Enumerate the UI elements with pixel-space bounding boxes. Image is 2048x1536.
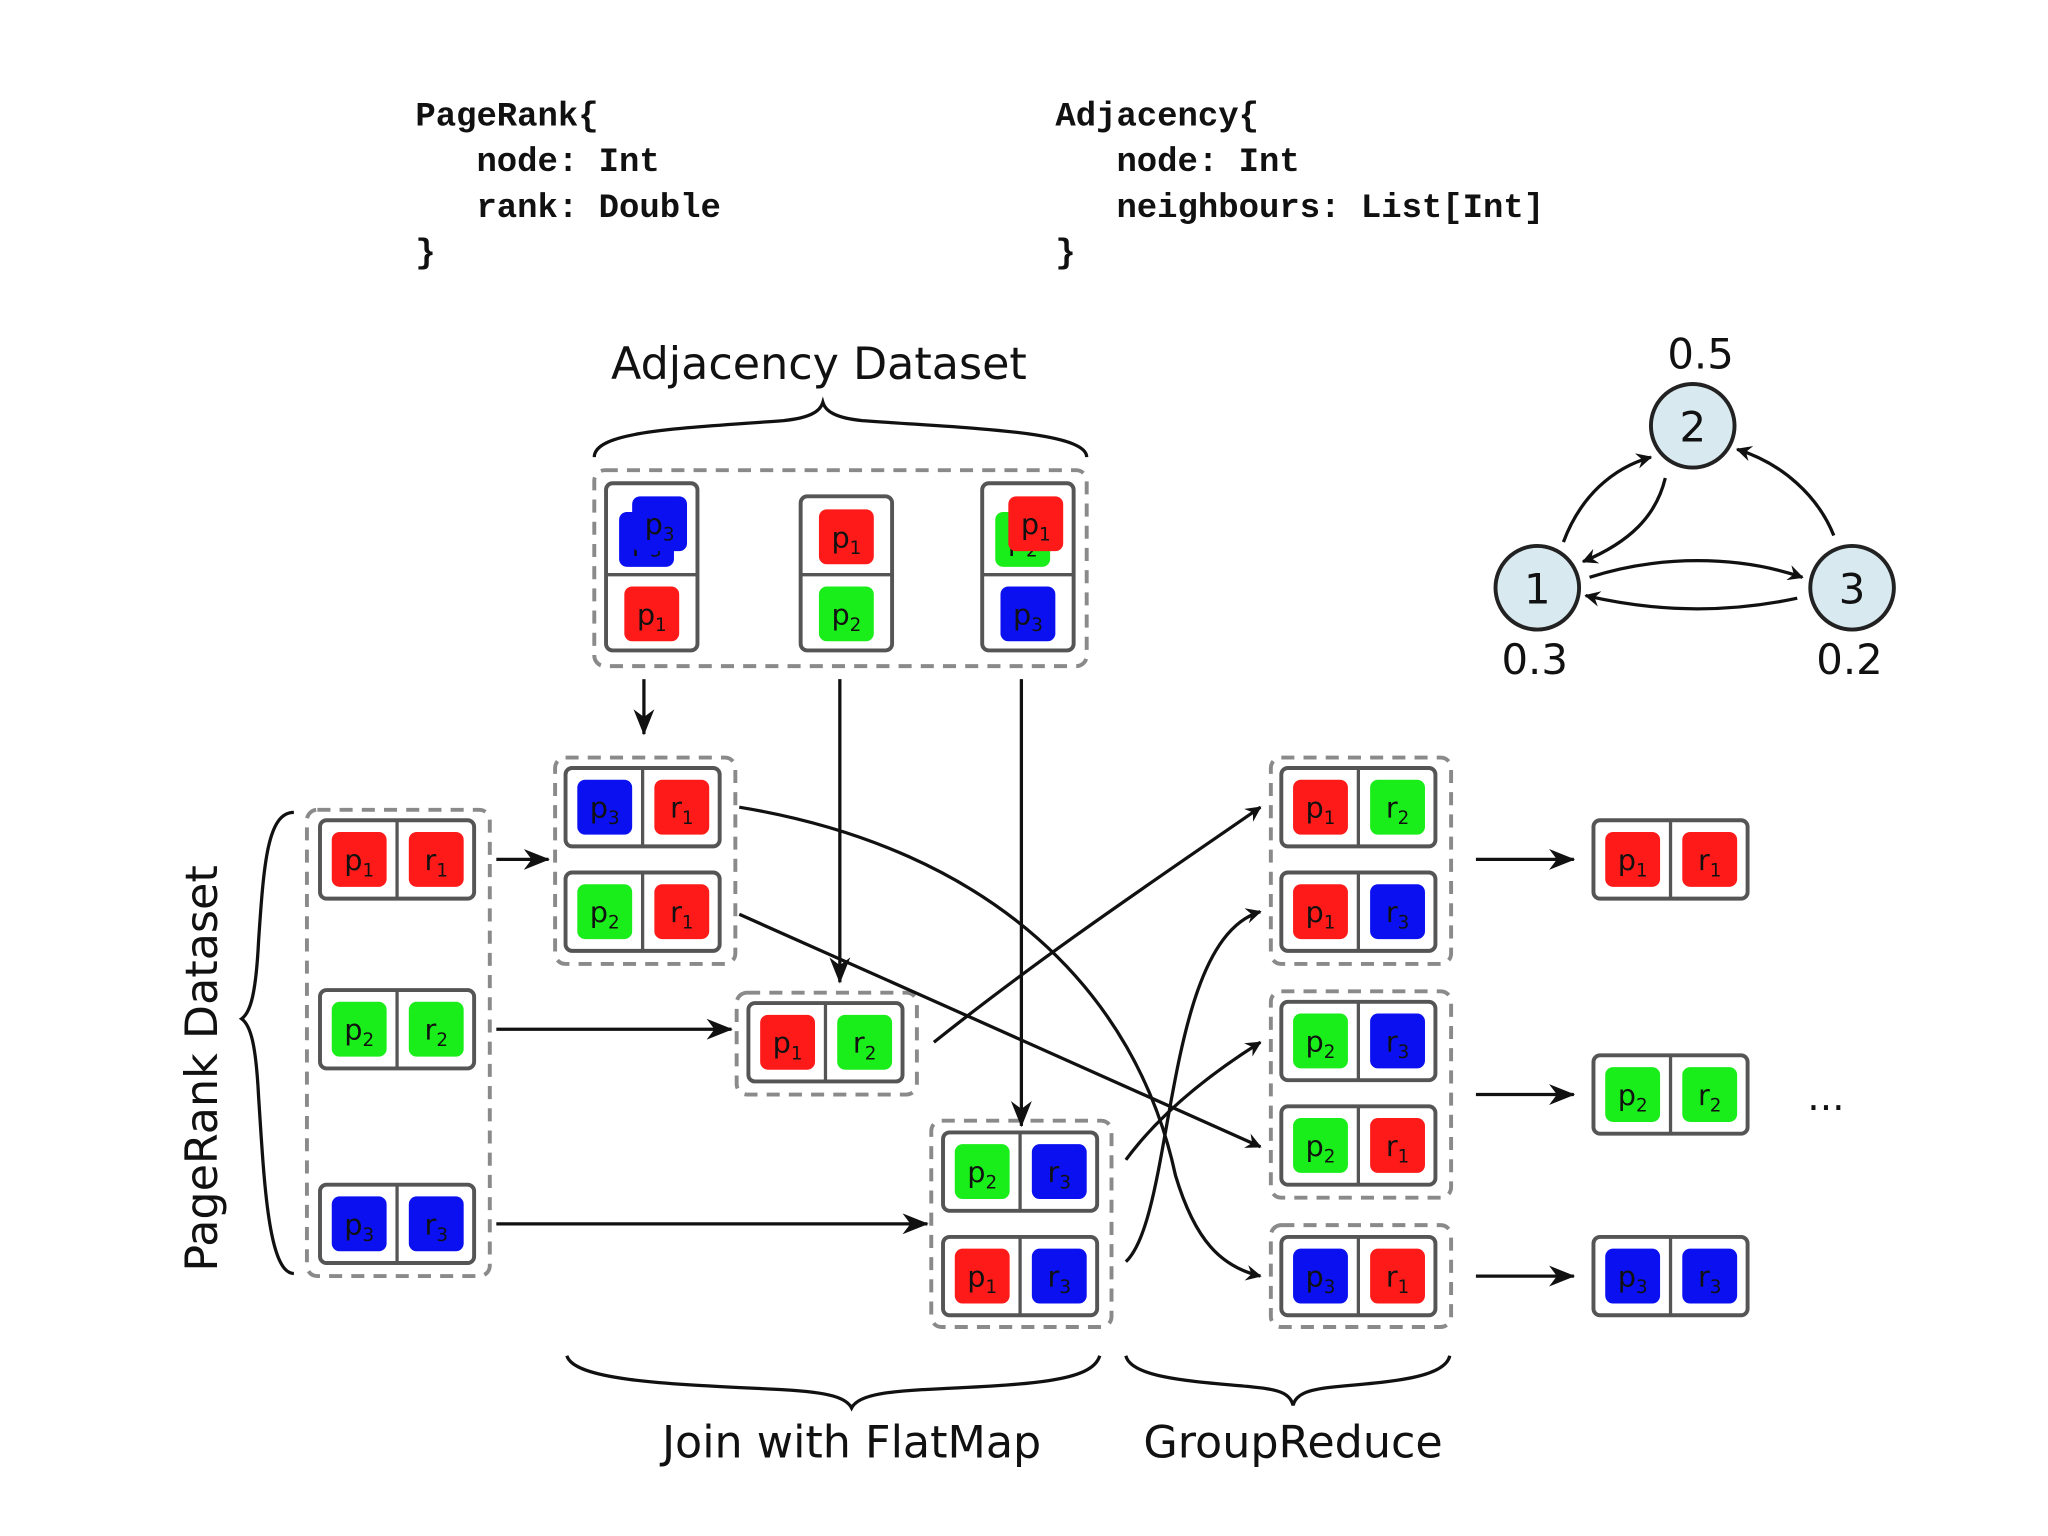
page-token: p1	[954, 1248, 1010, 1304]
neighbour-token: p1	[1008, 496, 1064, 552]
node-rank: 0.3	[1501, 635, 1567, 684]
rank-token: r2	[837, 1014, 893, 1070]
top-brace	[592, 396, 1089, 458]
svg-text:p1: p1	[1021, 507, 1051, 546]
pagerank-dataset-label: PageRank Dataset	[177, 865, 228, 1271]
page-token: p2	[577, 884, 633, 940]
svg-text:p1: p1	[831, 520, 861, 559]
page-token: p2	[1293, 1013, 1348, 1069]
group-partition-2	[1268, 989, 1454, 1200]
rank-token: r3	[1370, 884, 1425, 940]
node-label: 1	[1524, 564, 1551, 613]
page-token: p2	[331, 1001, 387, 1057]
adjacency-code-block: Adjacency{ node: Int neighbours: List[In…	[1055, 98, 1544, 273]
node-rank: 0.5	[1667, 329, 1733, 378]
neighbour-token: p3	[632, 496, 688, 552]
graph-edge	[1561, 453, 1653, 543]
page-token: p3	[331, 1196, 387, 1252]
node-label: 2	[1679, 402, 1706, 451]
rank-token: r1	[1370, 1248, 1425, 1304]
rank-token: r2	[1370, 779, 1425, 835]
pagerank-code-block: PageRank{ node: Int rank: Double }	[415, 98, 721, 273]
code-line: node: Int	[415, 144, 659, 182]
example-graph: 1 2 3 0.3 0.5 0.2	[1493, 329, 1896, 684]
graph-node-2	[1648, 382, 1737, 470]
graph-node-1	[1493, 544, 1582, 632]
shuffle-arrow	[1124, 1040, 1262, 1161]
page-token: p1	[760, 1014, 816, 1070]
rank-token: r3	[1370, 1013, 1425, 1069]
page-token: p3	[577, 779, 633, 835]
rank-token: r1	[654, 779, 710, 835]
code-line: }	[1055, 236, 1075, 274]
left-brace	[238, 810, 295, 1276]
shuffle-arrow	[738, 805, 1262, 1281]
page-token: p2	[1605, 1067, 1661, 1122]
rank-token: r2	[408, 1001, 464, 1057]
rank-token: r3	[1682, 1248, 1738, 1304]
adjacency-node-token: p2	[818, 586, 874, 642]
join-partition-2	[734, 990, 919, 1097]
page-token: p1	[1605, 832, 1661, 887]
rank-token: r3	[1031, 1248, 1087, 1304]
adjacency-dataset-label: Adjacency Dataset	[611, 339, 1027, 390]
page-token: p3	[1605, 1248, 1661, 1304]
page-token: p2	[1293, 1118, 1348, 1173]
rank-token: r1	[1682, 832, 1738, 887]
graph-edge	[1584, 591, 1798, 611]
adjacency-node-token: p3	[1000, 586, 1056, 642]
code-line: neighbours: List[Int]	[1055, 190, 1544, 228]
page-token: p1	[331, 832, 387, 887]
join-flatmap-label: Join with FlatMap	[659, 1418, 1041, 1469]
rank-token: r3	[408, 1196, 464, 1252]
code-line: node: Int	[1055, 144, 1299, 182]
graph-edge	[1589, 559, 1804, 581]
rank-token: r2	[1682, 1067, 1738, 1122]
pagerank-partition	[304, 807, 492, 1279]
page-token: p1	[1293, 884, 1348, 940]
rank-token: r3	[1031, 1144, 1087, 1200]
graph-node-3	[1808, 544, 1896, 632]
rank-token: r1	[408, 832, 464, 887]
page-token: p3	[1293, 1248, 1348, 1304]
page-token: p2	[954, 1144, 1010, 1200]
graph-edge	[1581, 477, 1667, 564]
shuffle-arrow	[738, 912, 1262, 1149]
code-line: Adjacency{	[1055, 98, 1259, 136]
join-partition-1	[553, 755, 738, 966]
join-brace	[565, 1355, 1102, 1412]
page-token: p1	[1293, 779, 1348, 835]
adjacency-node-token: p1	[624, 586, 680, 642]
groupreduce-brace	[1124, 1355, 1452, 1406]
groupreduce-label: GroupReduce	[1143, 1418, 1442, 1469]
graph-edge	[1735, 446, 1836, 537]
shuffle-arrow	[932, 805, 1262, 1044]
neighbour-token: p1	[818, 509, 874, 565]
shuffle-arrow	[1124, 908, 1262, 1263]
group-partition-1	[1268, 755, 1454, 966]
ellipsis-label: ...	[1807, 1075, 1844, 1120]
adjacency-partition	[592, 468, 1089, 669]
code-line: rank: Double	[415, 190, 721, 228]
node-rank: 0.2	[1816, 635, 1882, 684]
rank-token: r1	[1370, 1118, 1425, 1173]
group-partition-3	[1268, 1223, 1454, 1329]
node-label: 3	[1839, 564, 1866, 613]
code-line: PageRank{	[415, 98, 598, 136]
code-line: }	[415, 236, 435, 274]
rank-token: r1	[654, 884, 710, 940]
